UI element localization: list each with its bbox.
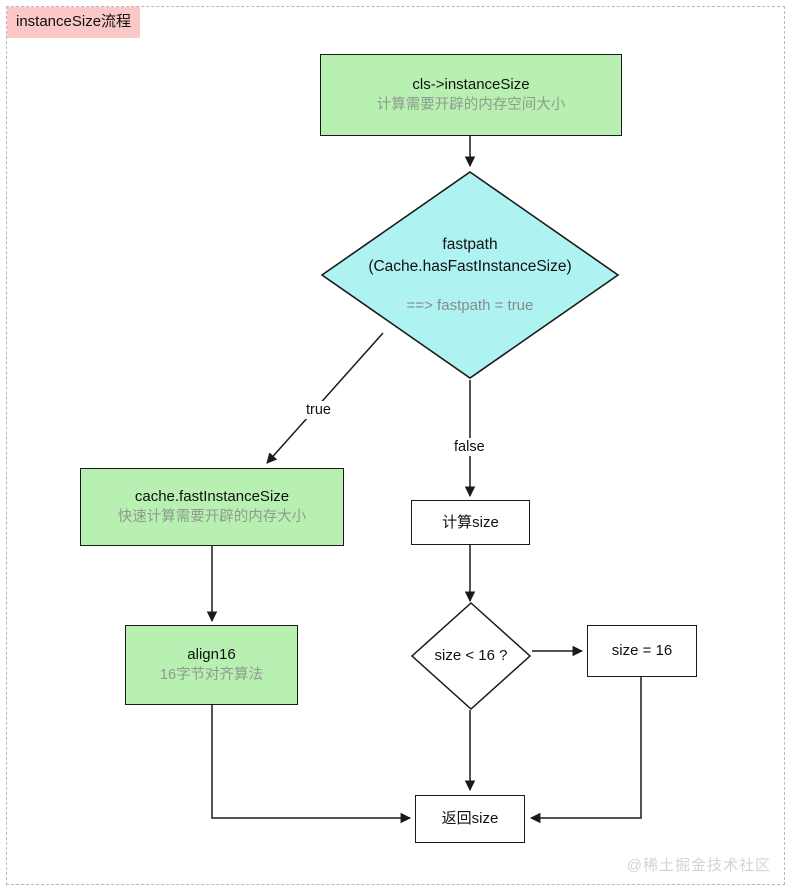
node-cls-instance-size[interactable]: cls->instanceSize 计算需要开辟的内存空间大小 (320, 54, 622, 136)
edge-fastpath-true (266, 332, 384, 464)
node-cache-fast-instance-size[interactable]: cache.fastInstanceSize 快速计算需要开辟的内存大小 (80, 468, 344, 546)
node-fastpath-decision[interactable]: fastpath (Cache.hasFastInstanceSize) ==>… (320, 170, 620, 380)
node-size-eq-16[interactable]: size = 16 (587, 625, 697, 677)
node-align16[interactable]: align16 16字节对齐算法 (125, 625, 298, 705)
node-subtitle: 快速计算需要开辟的内存大小 (117, 508, 307, 525)
node-title: size = 16 (611, 642, 673, 659)
edge-label-false: false (451, 438, 488, 456)
node-compute-size[interactable]: 计算size (411, 500, 530, 545)
edge-align16-to-return (211, 705, 412, 824)
node-return-size[interactable]: 返回size (415, 795, 525, 843)
node-title: align16 (187, 645, 236, 663)
edge-label-true: true (303, 401, 334, 419)
fastpath-diamond-shape (320, 171, 620, 379)
size-lt-16-diamond-shape (410, 601, 532, 711)
diagram-title-badge: instanceSize流程 (7, 7, 141, 38)
node-title: 计算size (442, 513, 499, 531)
watermark: @稀土掘金技术社区 (626, 857, 771, 874)
node-subtitle: 16字节对齐算法 (159, 666, 264, 683)
node-subtitle: 计算需要开辟的内存空间大小 (376, 96, 566, 113)
node-title: 返回size (441, 810, 499, 827)
edge-size16-to-return (529, 677, 642, 824)
node-title: cls->instanceSize (412, 75, 530, 93)
node-size-lt-16-decision[interactable]: size < 16 ? (410, 601, 532, 711)
node-title: cache.fastInstanceSize (134, 487, 290, 505)
